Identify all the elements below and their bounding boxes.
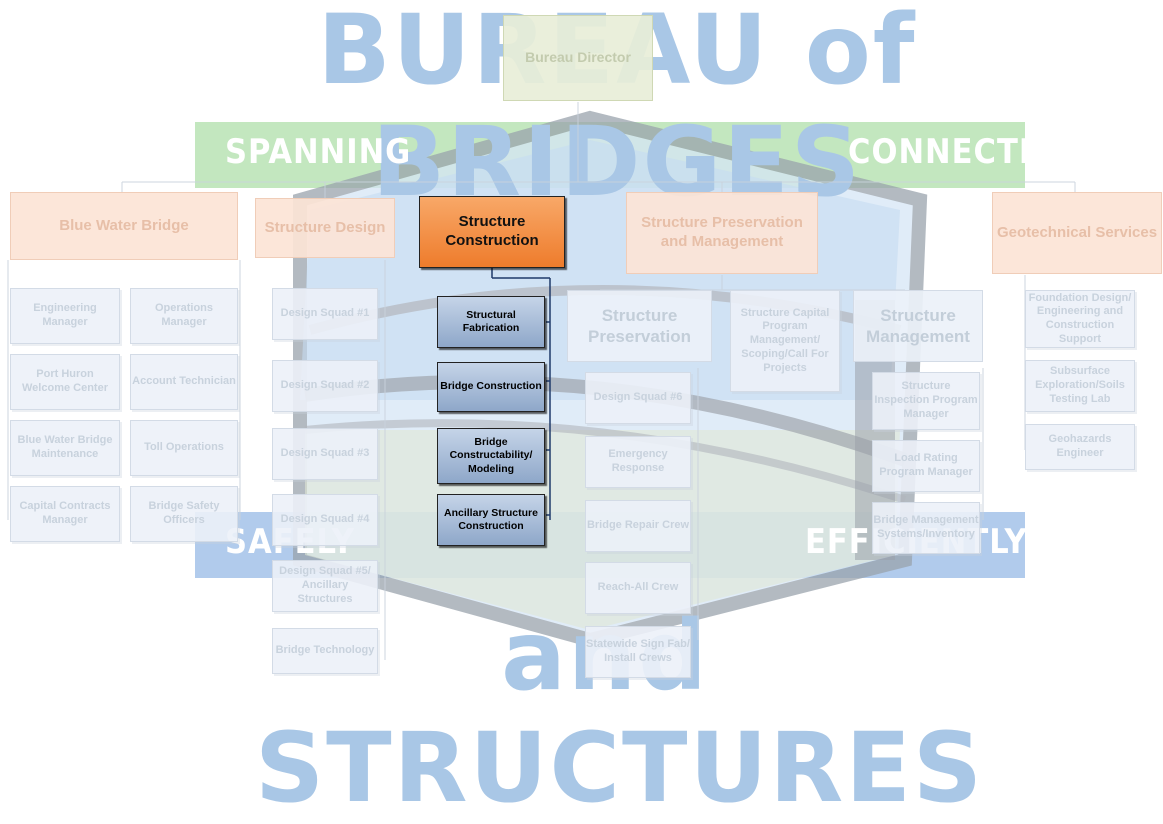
design-squad-3: Design Squad #3	[272, 428, 378, 480]
bridge-repair-crew: Bridge Repair Crew	[585, 500, 691, 552]
bridge-management-systems-inventory: Bridge Management Systems/Inventory	[872, 502, 980, 554]
structural-fabrication: Structural Fabrication	[437, 296, 545, 348]
design-squad-5-ancillary: Design Squad #5/ Ancillary Structures	[272, 560, 378, 612]
emergency-response: Emergency Response	[585, 436, 691, 488]
design-squad-4: Design Squad #4	[272, 494, 378, 546]
bridge-constructability-modeling: Bridge Constructability/ Modeling	[437, 428, 545, 484]
bwb-port-huron-welcome-center: Port Huron Welcome Center	[10, 354, 120, 410]
design-squad-2: Design Squad #2	[272, 360, 378, 412]
subsurface-exploration-soils-lab: Subsurface Exploration/Soils Testing Lab	[1025, 360, 1135, 412]
blue-water-bridge-box: Blue Water Bridge	[10, 192, 238, 260]
bwb-engineering-manager: Engineering Manager	[10, 288, 120, 344]
bwb-bridge-safety-officers: Bridge Safety Officers	[130, 486, 238, 542]
load-rating-program-manager: Load Rating Program Manager	[872, 440, 980, 492]
design-squad-1: Design Squad #1	[272, 288, 378, 340]
bwb-maintenance: Blue Water Bridge Maintenance	[10, 420, 120, 476]
bwb-account-technician: Account Technician	[130, 354, 238, 410]
foundation-design-support: Foundation Design/ Engineering and Const…	[1025, 290, 1135, 348]
band-label-connecting: CONNECTING	[848, 132, 1084, 172]
band-label-spanning: SPANNING	[225, 132, 412, 172]
structure-inspection-program-manager: Structure Inspection Program Manager	[872, 372, 980, 430]
bwb-toll-operations: Toll Operations	[130, 420, 238, 476]
reach-all-crew: Reach-All Crew	[585, 562, 691, 614]
design-squad-6: Design Squad #6	[585, 372, 691, 424]
bridge-technology: Bridge Technology	[272, 628, 378, 674]
structure-management-box: Structure Management	[853, 290, 983, 362]
structure-design-box: Structure Design	[255, 198, 395, 258]
ancillary-structure-construction: Ancillary Structure Construction	[437, 494, 545, 546]
statewide-sign-fab-install-crews: Statewide Sign Fab/ Install Crews	[585, 626, 691, 678]
structure-capital-program-box: Structure Capital Program Management/ Sc…	[730, 290, 840, 392]
geohazards-engineer: Geohazards Engineer	[1025, 424, 1135, 470]
geotechnical-services-box: Geotechnical Services	[992, 192, 1162, 274]
structure-preservation-management-box: Structure Preservation and Management	[626, 192, 818, 274]
structure-preservation-box: Structure Preservation	[567, 290, 712, 362]
structure-construction-box: Structure Construction	[419, 196, 565, 268]
bureau-director-box: Bureau Director	[503, 15, 653, 101]
bwb-capital-contracts-manager: Capital Contracts Manager	[10, 486, 120, 542]
bwb-operations-manager: Operations Manager	[130, 288, 238, 344]
bridge-construction: Bridge Construction	[437, 362, 545, 412]
